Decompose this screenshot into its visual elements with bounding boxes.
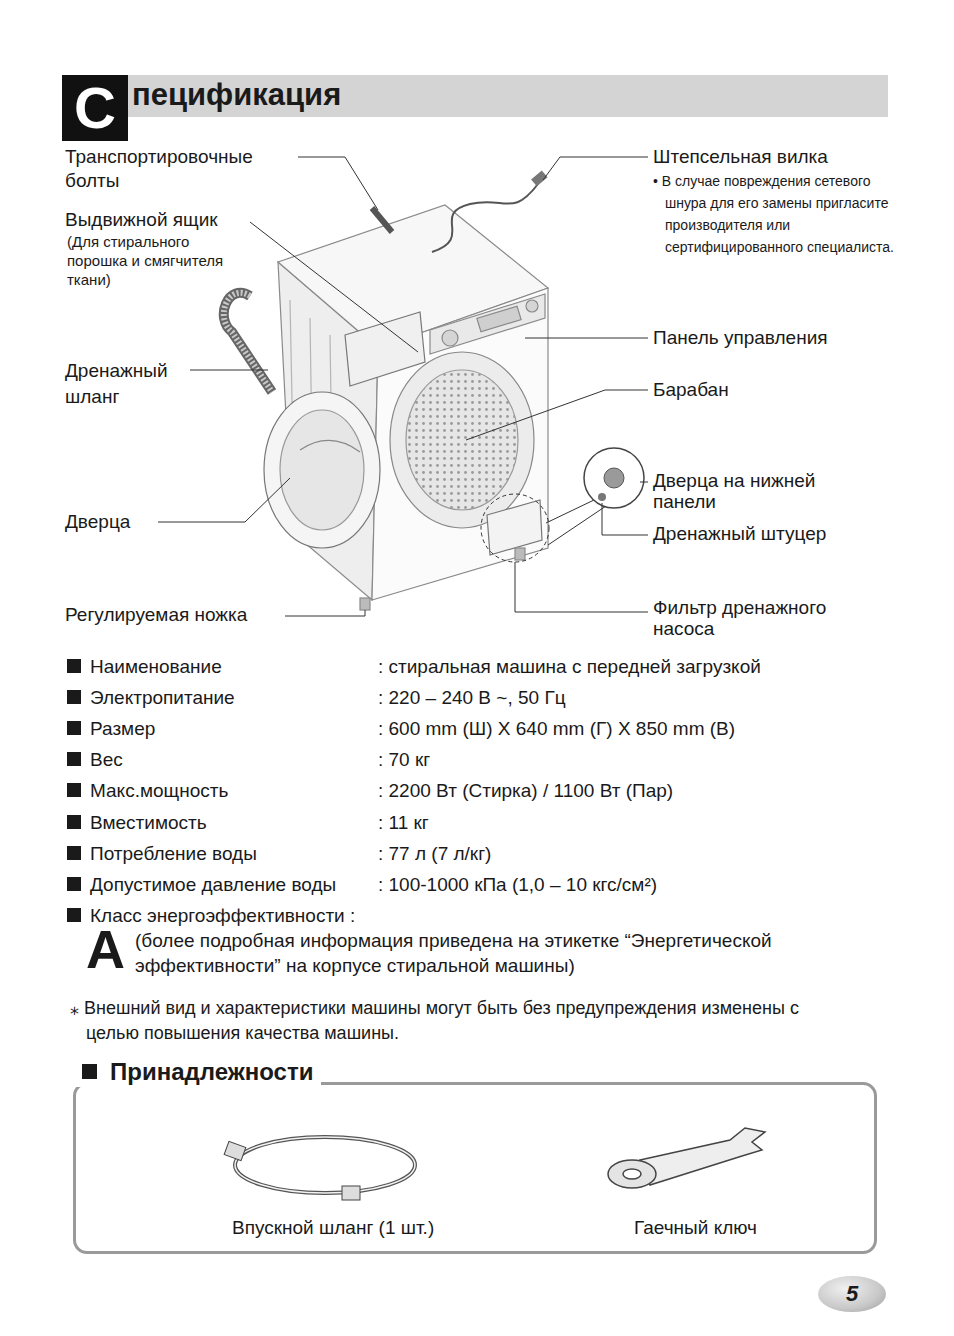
spec-value: : стиральная машина с передней загрузкой (378, 655, 761, 679)
spec-value: : 77 л (7 л/кг) (378, 842, 491, 866)
drain-hose (224, 293, 272, 392)
callout-label: Барабан (653, 378, 729, 402)
spec-label: Макс.мощность (90, 779, 228, 803)
callout-label: Штепсельная вилка (653, 145, 828, 169)
spec-value: : 100-1000 кПа (1,0 – 10 кгс/см²) (378, 873, 657, 897)
accessory-caption: Впускной шланг (1 шт.) (232, 1216, 434, 1240)
callout-note: (Для стирального порошка и смягчителя тк… (67, 232, 227, 289)
spec-value: : 220 – 240 В ~, 50 Гц (378, 686, 566, 710)
page-number-badge: 5 (818, 1276, 886, 1312)
page-number: 5 (818, 1276, 886, 1312)
callout-label: Дренажный штуцер (653, 522, 826, 546)
callout-label: Транспортировочные болты (65, 145, 295, 193)
footnote: ⁎ Внешний вид и характеристики машины мо… (70, 996, 846, 1046)
magnifier (546, 448, 644, 545)
page-title: пецификация (132, 77, 341, 113)
callout-label: Фильтр дренажного насоса (653, 597, 878, 639)
spec-label: Вместимость (90, 811, 207, 835)
callout-label: Регулируемая ножка (65, 603, 247, 627)
spec-value: : 2200 Вт (Стирка) / 1100 Вт (Пар) (378, 779, 673, 803)
accessory-caption: Гаечный ключ (634, 1216, 757, 1240)
heading-band (128, 75, 888, 117)
title-letter-box: С (62, 75, 128, 141)
title-letter: С (62, 75, 128, 141)
callout-label: Дверца на нижней панели (653, 470, 848, 512)
inlet-hose (224, 1137, 415, 1200)
spec-label: Класс энергоэффективности : (90, 904, 355, 928)
spec-label: Вес (90, 748, 123, 772)
spec-label: Потребление воды (90, 842, 257, 866)
spec-label: Допустимое давление воды (90, 873, 336, 897)
callout-label: Выдвижной ящик (65, 208, 218, 232)
bullet-squares (67, 659, 81, 922)
callout-label: Дверца (65, 510, 130, 534)
energy-class: A (86, 922, 125, 976)
section-heading: Принадлежности (70, 1057, 321, 1087)
transport-bolt (372, 208, 392, 232)
callout-label: Панель управления (653, 326, 828, 350)
callout-note: • В случае повреждения сетевого шнура дл… (653, 170, 910, 258)
spec-label: Размер (90, 717, 155, 741)
leader-lines (158, 157, 648, 616)
spec-value: : 600 mm (Ш) X 640 mm (Г) X 850 mm (В) (378, 717, 735, 741)
accessories-frame: ПринадлежностиВпускной шланг (1 шт.)Гаеч… (73, 1082, 877, 1254)
power-cord (432, 170, 548, 252)
spec-label: Наименование (90, 655, 222, 679)
zoom-area (481, 494, 549, 562)
spec-label: Электропитание (90, 686, 235, 710)
spec-value: : 11 кг (378, 811, 429, 835)
callout-label: Дренажный шланг (65, 358, 195, 410)
spec-value: : 70 кг (378, 748, 430, 772)
wrench (608, 1128, 765, 1188)
spec-note: (более подробная информация приведена на… (135, 928, 865, 978)
